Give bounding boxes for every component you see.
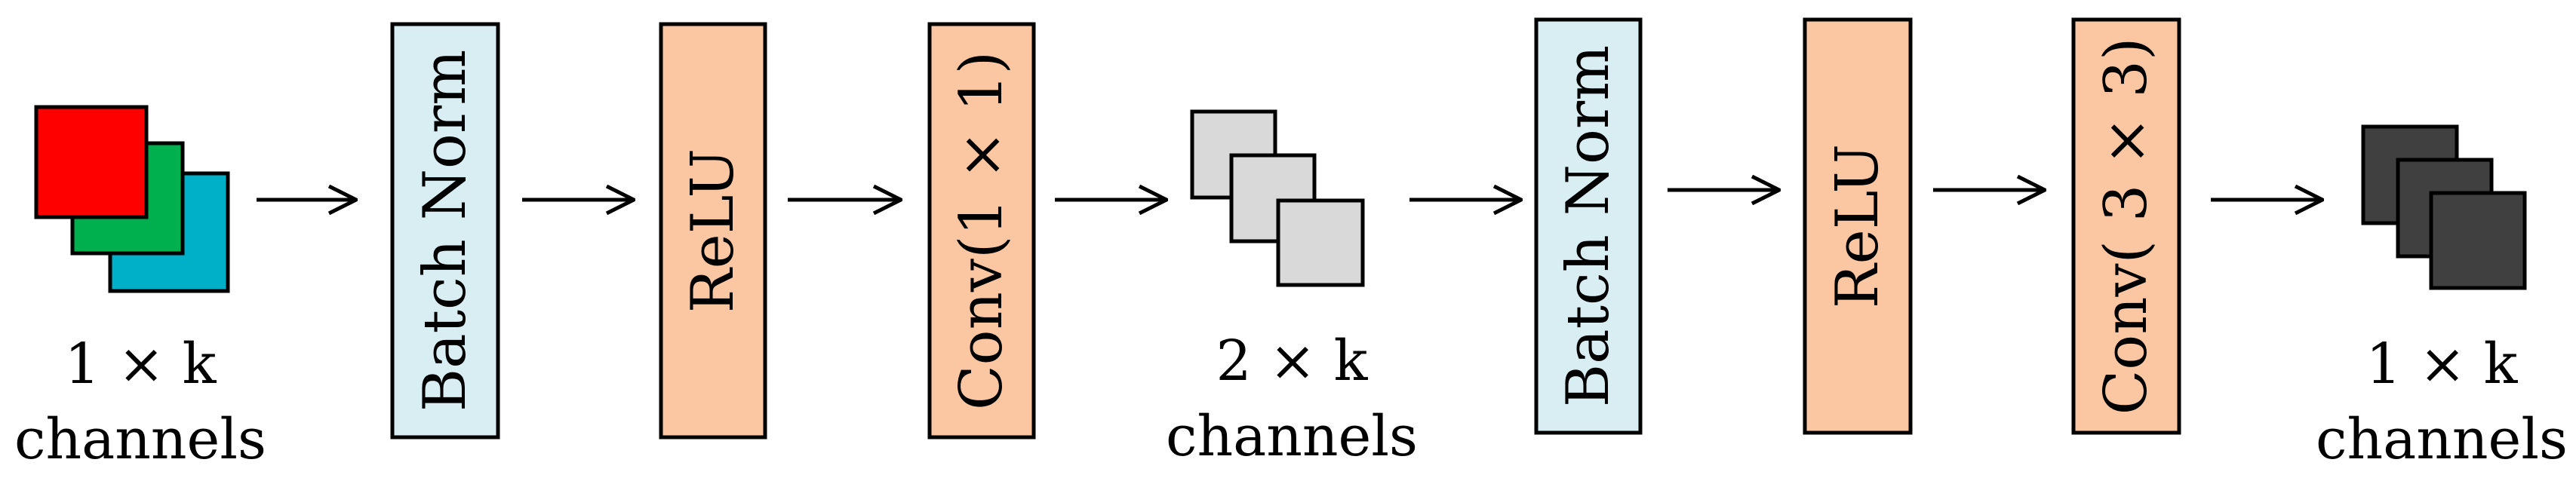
batch-norm-2-label: Batch Norm <box>1554 45 1622 407</box>
output-channel-3 <box>2429 191 2527 290</box>
middle-feature-maps-icon <box>1190 109 1365 287</box>
relu-block-2: ReLU <box>1803 17 1913 435</box>
relu-block-1: ReLU <box>659 22 767 440</box>
batch-norm-block-2: Batch Norm <box>1534 17 1643 435</box>
middle-caption-line2: channels <box>1166 404 1418 469</box>
conv-1x1-label: Conv(1 × 1) <box>948 51 1016 410</box>
batch-norm-block-1: Batch Norm <box>390 22 500 440</box>
input-channel-red <box>34 105 149 219</box>
output-feature-maps-icon <box>2361 124 2527 290</box>
conv-3x3-label: Conv( 3 × 3) <box>2092 38 2160 415</box>
batch-norm-1-label: Batch Norm <box>411 50 479 412</box>
input-caption-line1: 1 × k <box>65 332 217 397</box>
input-caption-line2: channels <box>14 407 266 472</box>
relu-2-label: ReLU <box>1824 144 1892 308</box>
output-caption-line1: 1 × k <box>2366 332 2519 397</box>
middle-channel-3 <box>1276 198 1365 287</box>
input-feature-maps-icon <box>34 105 230 293</box>
conv-3x3-block: Conv( 3 × 3) <box>2071 17 2181 435</box>
conv-1x1-block: Conv(1 × 1) <box>927 22 1036 440</box>
relu-1-label: ReLU <box>679 149 747 313</box>
output-caption-line2: channels <box>2316 407 2568 472</box>
middle-caption-line1: 2 × k <box>1216 329 1369 394</box>
